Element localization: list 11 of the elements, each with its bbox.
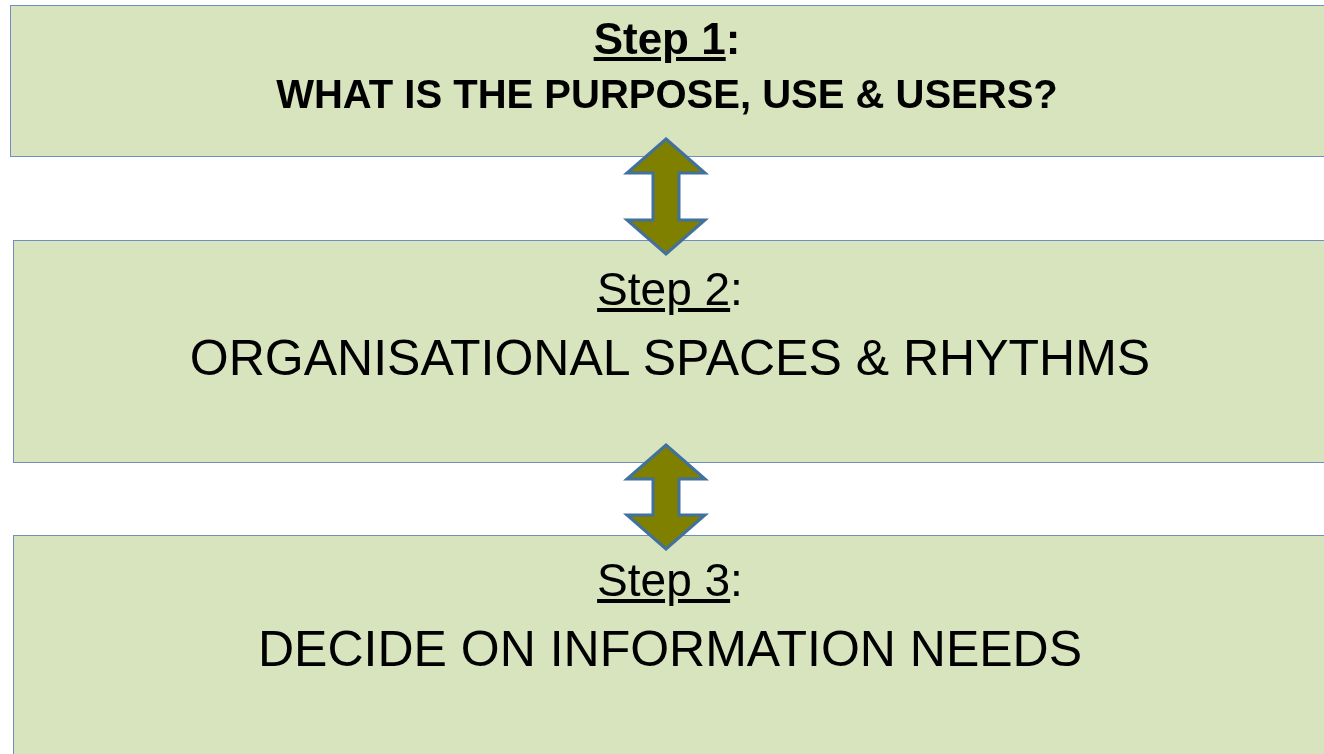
step-description: WHAT IS THE PURPOSE, USE & USERS?	[276, 70, 1058, 117]
step-box	[13, 535, 1324, 754]
step-box	[13, 240, 1324, 463]
step-heading: Step 1:	[593, 14, 741, 65]
step-heading: Step 3:	[597, 554, 743, 607]
step-heading: Step 2:	[597, 263, 743, 316]
step-description: ORGANISATIONAL SPACES & RHYTHMS	[189, 329, 1151, 388]
double-arrow	[623, 443, 709, 551]
step-box	[10, 5, 1324, 157]
double-arrow	[623, 137, 709, 256]
step-description: DECIDE ON INFORMATION NEEDS	[257, 620, 1083, 679]
